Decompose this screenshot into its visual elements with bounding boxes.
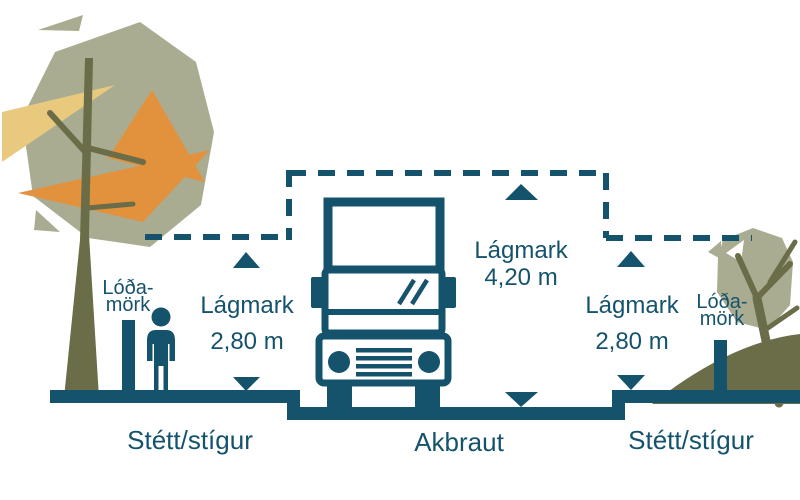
down-arrow-icon — [505, 392, 538, 407]
right-property-boundary-label: Lóða- mörk — [682, 291, 762, 330]
clearance-value: 2,80 m — [595, 328, 669, 355]
center-clearance-label: Lágmark 4,20 m — [461, 237, 581, 291]
label-line: mörk — [699, 308, 745, 330]
up-arrow-icon — [505, 184, 538, 200]
zone-label-sidewalk-left: Stétt/stígur — [127, 425, 253, 455]
windshield-glare — [397, 278, 416, 306]
headlight-left — [328, 351, 350, 373]
label-line: Lóða- — [102, 277, 154, 299]
left-clearance-label: Lágmark 2,80 m — [187, 288, 307, 360]
right-clearance-label: Lágmark 2,80 m — [572, 288, 692, 360]
label-line: mörk — [105, 294, 151, 316]
sidewalk-right-surface — [612, 390, 800, 403]
label-line: Lóða- — [696, 291, 748, 313]
zone-label-sidewalk-right: Stétt/stígur — [628, 425, 754, 455]
tree-left-icon — [2, 15, 214, 398]
clearance-envelope-dashed-outline — [145, 170, 752, 241]
clearance-title: Lágmark — [585, 292, 679, 319]
sidewalk-left-surface — [50, 390, 300, 403]
boundary-post-left — [122, 320, 135, 392]
clearance-value: 4,20 m — [484, 264, 558, 291]
clearance-value: 2,80 m — [210, 328, 284, 355]
up-arrow-icon — [617, 251, 645, 267]
truck-cab — [321, 266, 446, 337]
left-property-boundary-label: Lóða- mörk — [88, 277, 168, 316]
clearance-title: Lágmark — [200, 292, 294, 319]
down-arrow-icon — [233, 377, 260, 391]
ground-profile — [50, 390, 800, 420]
truck-front-icon — [311, 197, 456, 408]
headlight-right — [418, 351, 440, 373]
road-surface — [287, 407, 618, 420]
truck-grille — [356, 348, 412, 377]
clearance-title: Lágmark — [474, 237, 568, 264]
down-arrow-icon — [617, 375, 645, 390]
truck-cargo-box — [323, 197, 445, 275]
boundary-post-right — [714, 340, 727, 392]
truck-mirror-left — [311, 277, 323, 308]
truck-mirror-right — [444, 277, 456, 308]
measure-arrows — [233, 184, 645, 407]
up-arrow-icon — [233, 252, 260, 268]
zone-label-roadway: Akbraut — [414, 427, 504, 457]
pedestrian-icon — [147, 307, 175, 392]
windshield-glare — [410, 278, 429, 306]
